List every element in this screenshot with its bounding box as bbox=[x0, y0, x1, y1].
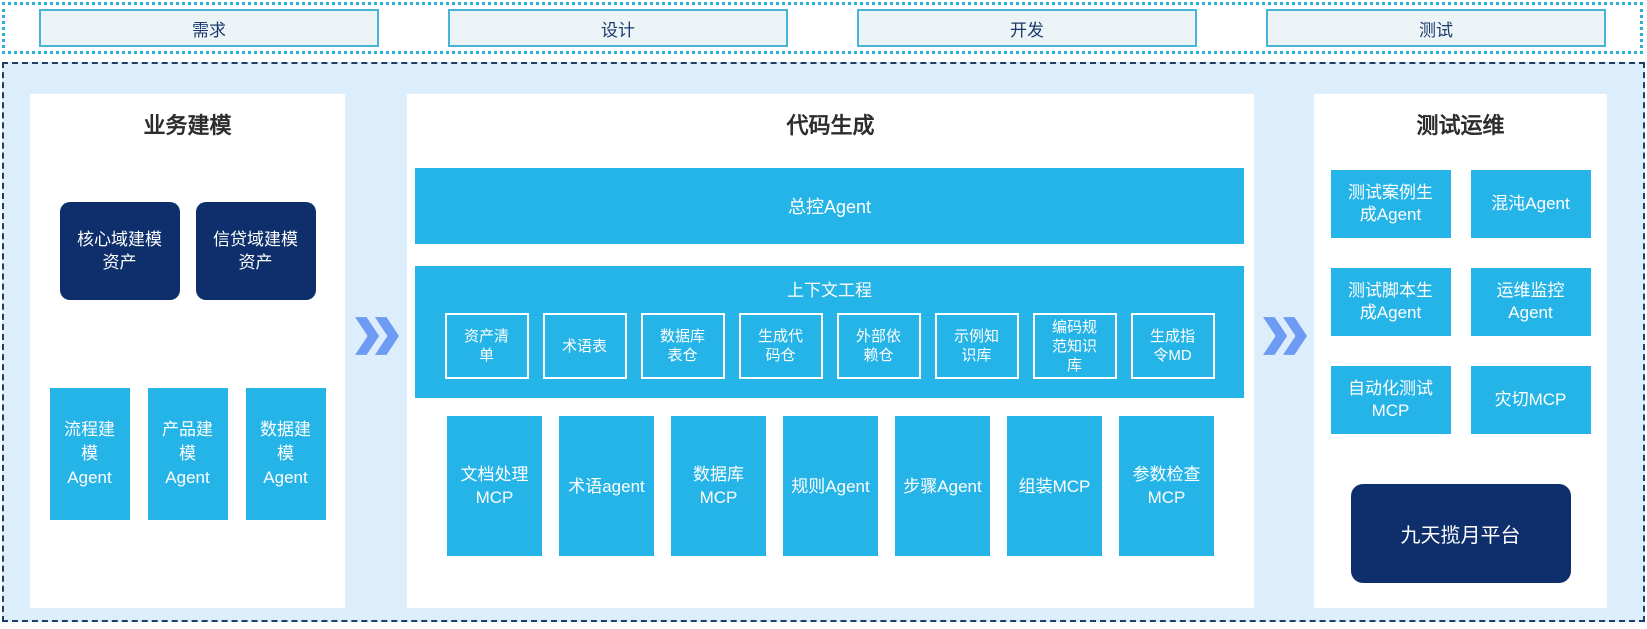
phase-box-development: 开发 bbox=[857, 9, 1197, 47]
double-chevron-icon bbox=[355, 317, 399, 355]
flow-arrow-right bbox=[1254, 94, 1314, 608]
context-engineering-row: 资产清单 术语表 数据库表仓 生成代码仓 外部依赖仓 示例知识库 编码规范知识库… bbox=[415, 313, 1244, 379]
box-credit-domain-modeling-assets: 信贷域建模资产 bbox=[195, 202, 316, 300]
panel-code-generation: 代码生成 总控Agent 上下文工程 资产清单 术语表 数据库表仓 生成代码仓 … bbox=[407, 94, 1254, 608]
box-disaster-switch-mcp: 灾切MCP bbox=[1470, 366, 1591, 434]
context-engineering-title: 上下文工程 bbox=[787, 281, 872, 300]
panel-title-business-modeling: 业务建模 bbox=[143, 113, 232, 138]
phase-strip: 需求 设计 开发 测试 bbox=[2, 2, 1643, 54]
box-automated-testing-mcp: 自动化测试MCP bbox=[1330, 366, 1451, 434]
box-chaos-agent: 混沌Agent bbox=[1470, 170, 1591, 238]
phase-box-design: 设计 bbox=[448, 9, 788, 47]
codegen-mcp-row: 文档处理MCP 术语agent 数据库MCP 规则Agent 步骤Agent 组… bbox=[407, 416, 1254, 556]
box-process-modeling-agent: 流程建模Agent bbox=[49, 388, 130, 520]
phase-box-requirements: 需求 bbox=[39, 9, 379, 47]
panel-test-operations: 测试运维 测试案例生成Agent 混沌Agent 测试脚本生成Agent 运维监… bbox=[1314, 94, 1607, 608]
box-coding-standards-knowledge-base: 编码规范知识库 bbox=[1032, 313, 1117, 379]
box-data-modeling-agent: 数据建模Agent bbox=[245, 388, 326, 520]
box-test-case-generation-agent: 测试案例生成Agent bbox=[1330, 170, 1451, 238]
panel-business-modeling: 业务建模 核心域建模资产 信贷域建模资产 流程建模Agent 产品建模Agent… bbox=[30, 94, 345, 608]
box-external-dependency-repo: 外部依赖仓 bbox=[836, 313, 921, 379]
testops-grid: 测试案例生成Agent 混沌Agent 测试脚本生成Agent 运维监控Agen… bbox=[1314, 170, 1607, 434]
panel-title-code-generation: 代码生成 bbox=[786, 113, 875, 138]
box-document-processing-mcp: 文档处理MCP bbox=[447, 416, 542, 556]
box-steps-agent: 步骤Agent bbox=[895, 416, 990, 556]
box-database-mcp: 数据库MCP bbox=[671, 416, 766, 556]
box-product-modeling-agent: 产品建模Agent bbox=[147, 388, 228, 520]
business-agent-row: 流程建模Agent 产品建模Agent 数据建模Agent bbox=[30, 388, 345, 520]
box-master-control-agent: 总控Agent bbox=[415, 168, 1244, 244]
box-generated-code-repo: 生成代码仓 bbox=[738, 313, 823, 379]
box-jiutian-lanyue-platform: 九天揽月平台 bbox=[1350, 484, 1571, 583]
box-database-table-repo: 数据库表仓 bbox=[640, 313, 725, 379]
box-test-script-generation-agent: 测试脚本生成Agent bbox=[1330, 268, 1451, 336]
box-rules-agent: 规则Agent bbox=[783, 416, 878, 556]
box-asset-list: 资产清单 bbox=[444, 313, 529, 379]
flow-arrow-left bbox=[345, 94, 407, 608]
double-chevron-icon bbox=[1263, 317, 1307, 355]
box-generation-instructions-md: 生成指令MD bbox=[1130, 313, 1215, 379]
phase-box-testing: 测试 bbox=[1266, 9, 1606, 47]
main-container: 业务建模 核心域建模资产 信贷域建模资产 流程建模Agent 产品建模Agent… bbox=[2, 62, 1645, 622]
panel-title-test-operations: 测试运维 bbox=[1416, 113, 1505, 138]
box-core-domain-modeling-assets: 核心域建模资产 bbox=[59, 202, 180, 300]
box-parameter-check-mcp: 参数检查MCP bbox=[1119, 416, 1214, 556]
box-glossary: 术语表 bbox=[542, 313, 627, 379]
context-engineering-panel: 上下文工程 资产清单 术语表 数据库表仓 生成代码仓 外部依赖仓 示例知识库 编… bbox=[415, 266, 1244, 398]
box-example-knowledge-base: 示例知识库 bbox=[934, 313, 1019, 379]
box-assembly-mcp: 组装MCP bbox=[1007, 416, 1102, 556]
business-asset-row: 核心域建模资产 信贷域建模资产 bbox=[30, 202, 345, 300]
box-terminology-agent: 术语agent bbox=[559, 416, 654, 556]
box-ops-monitoring-agent: 运维监控Agent bbox=[1470, 268, 1591, 336]
